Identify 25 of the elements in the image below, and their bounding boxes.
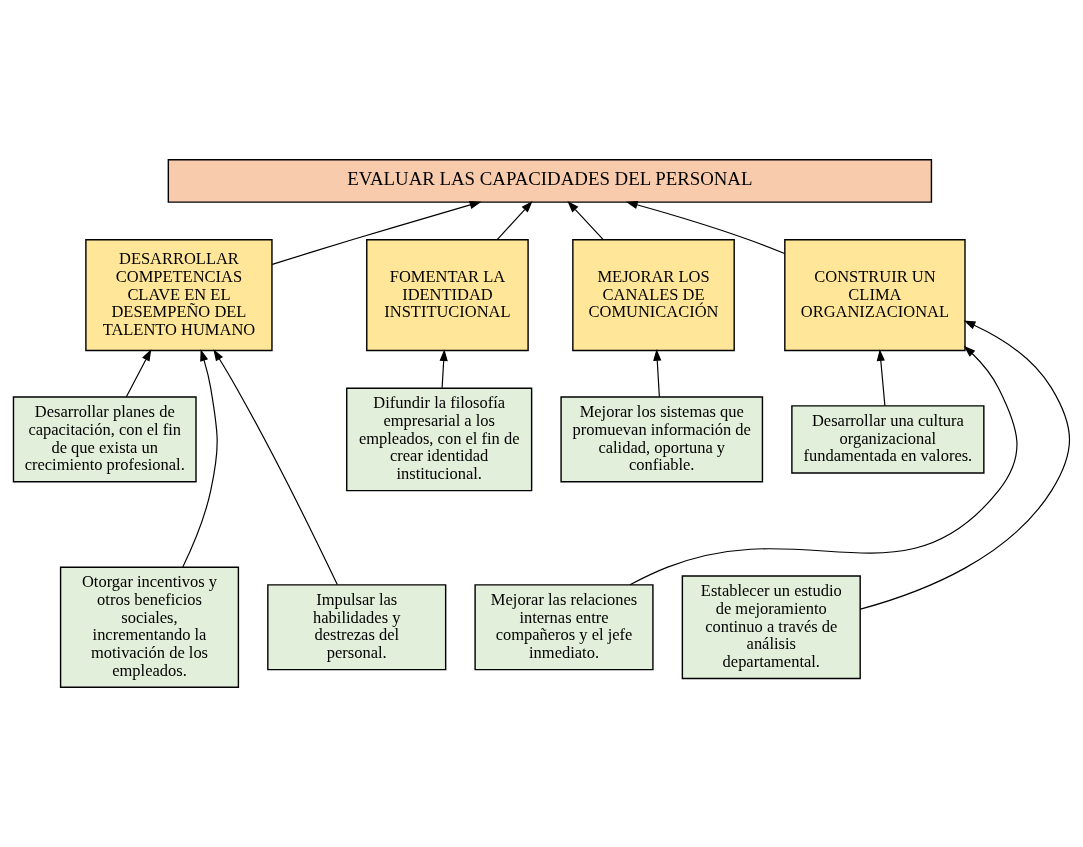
arrow <box>653 348 662 398</box>
arrow <box>859 320 1071 610</box>
arrow <box>629 345 1018 586</box>
node-box: Difundir la filosofía empresarial a los empleados, con el fin de crear identidad institucional. <box>346 387 533 492</box>
arrow <box>496 200 533 241</box>
node-box: Otorgar incentivos y otros beneficios sociales, incrementando la motivación de los empleados. <box>59 566 240 688</box>
arrow <box>271 201 482 265</box>
node-box: Establecer un estudio de mejoramiento continuo a través de análisis departamental. <box>681 575 861 680</box>
node-box: Desarrollar planes de capacitación, con el fin de que exista un crecimiento profesional. <box>12 396 197 483</box>
node-box: DESARROLLAR COMPETENCIAS CLAVE EN EL DESEMPEÑO DEL TALENTO HUMANO <box>85 239 273 352</box>
node-box: Mejorar las relaciones internas entre compañeros y el jefe inmediato. <box>474 584 654 671</box>
arrow <box>625 200 786 255</box>
node-box: Desarrollar una cultura organizacional fundamentada en valores. <box>791 405 985 474</box>
node-box: MEJORAR LOS CANALES DE COMUNICACIÓN <box>572 239 735 352</box>
arrow <box>439 349 448 389</box>
arrow <box>125 349 152 398</box>
arrow <box>567 200 604 241</box>
arrow <box>876 349 886 407</box>
node-box: FOMENTAR LA IDENTIDAD INSTITUCIONAL <box>366 239 529 352</box>
node-box: Mejorar los sistemas que promuevan información de calidad, oportuna y confiable. <box>560 396 764 483</box>
arrow <box>182 349 218 568</box>
arrow <box>213 349 338 586</box>
node-box: CONSTRUIR UN CLIMA ORGANIZACIONAL <box>784 239 966 352</box>
node-box: Impulsar las habilidades y destrezas del personal. <box>267 584 447 671</box>
node-box: EVALUAR LAS CAPACIDADES DEL PERSONAL <box>167 159 933 203</box>
